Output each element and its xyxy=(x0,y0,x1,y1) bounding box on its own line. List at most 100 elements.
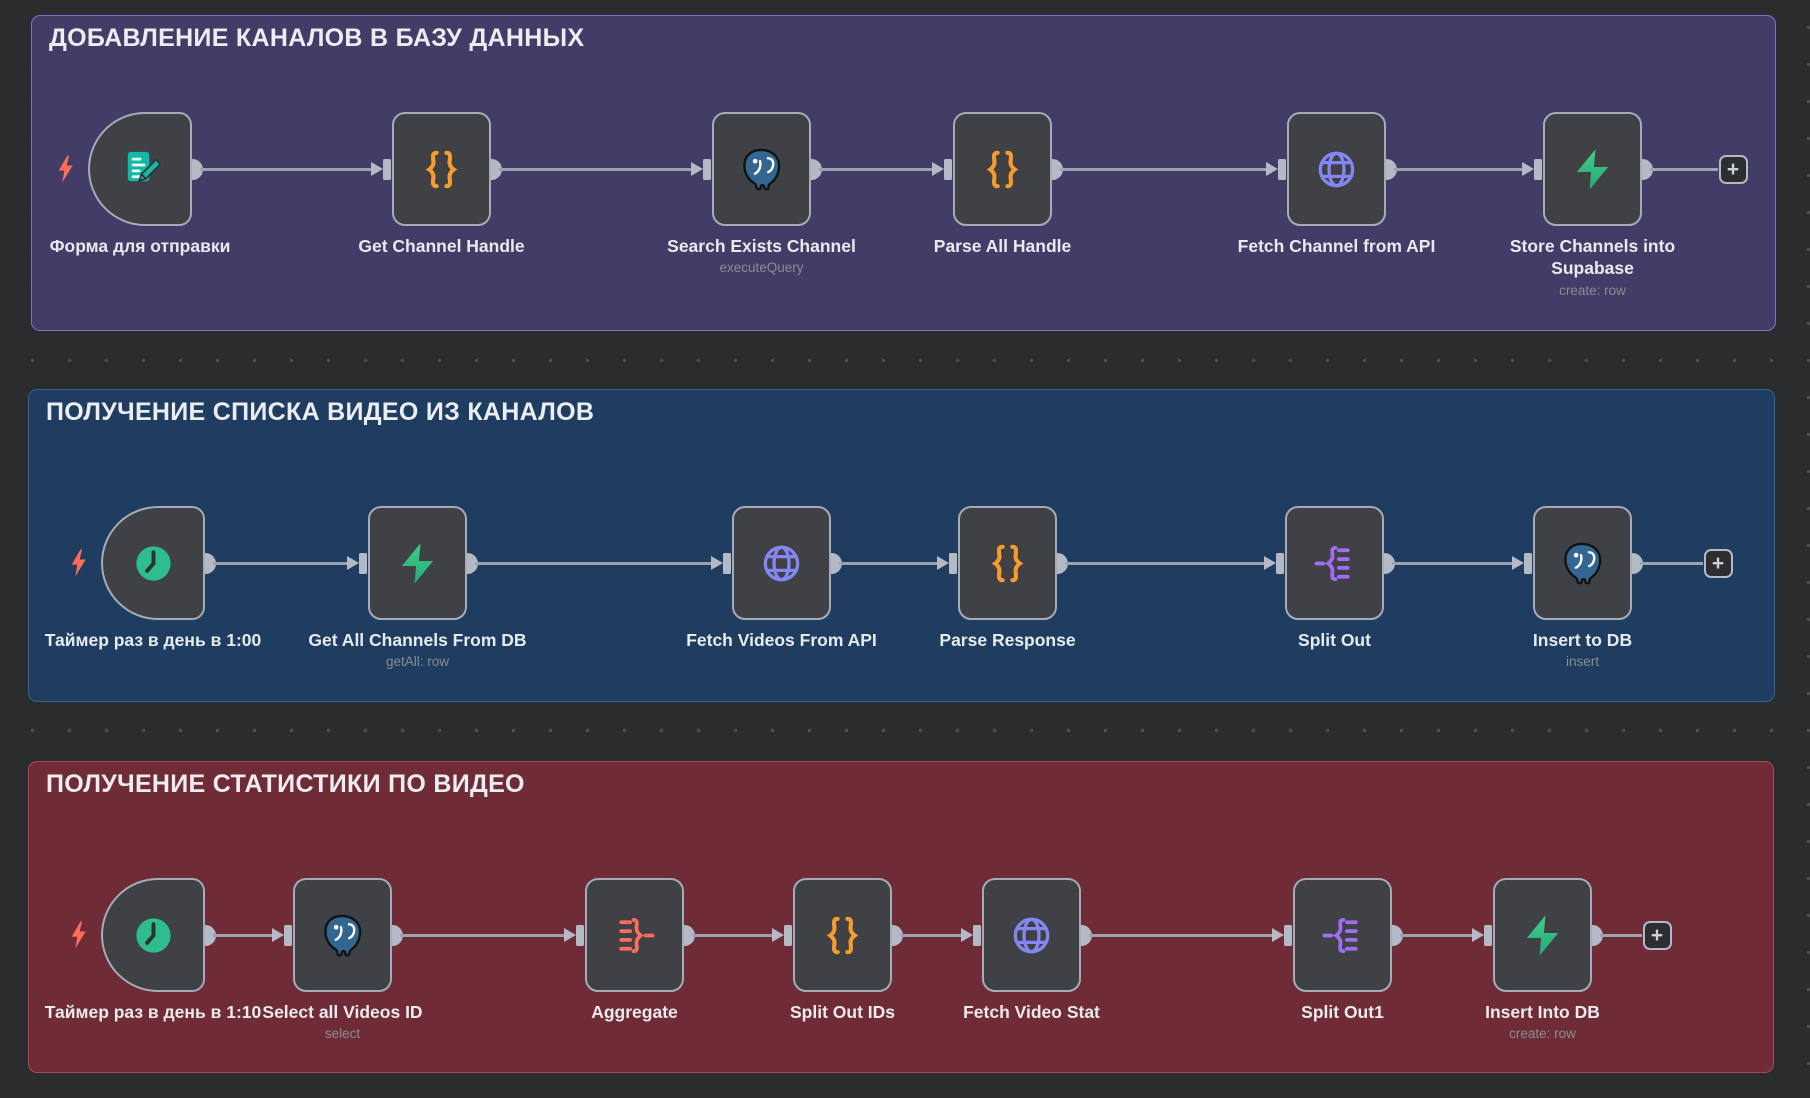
input-endpoint xyxy=(944,158,952,180)
workflow-node[interactable] xyxy=(1285,506,1384,620)
code-icon xyxy=(819,912,866,959)
lightning-bolt-icon xyxy=(69,547,88,584)
input-endpoint xyxy=(784,924,792,946)
connection-arrow-icon xyxy=(711,556,723,570)
workflow-node[interactable] xyxy=(293,878,392,992)
connection-line[interactable] xyxy=(1060,167,1267,171)
connection-line[interactable] xyxy=(1650,167,1718,171)
plus-icon: + xyxy=(1711,551,1725,575)
input-endpoint xyxy=(1524,552,1532,574)
connection-line[interactable] xyxy=(1392,561,1513,565)
connection-arrow-icon xyxy=(1472,928,1484,942)
connection-arrow-icon xyxy=(1272,928,1284,942)
connection-line[interactable] xyxy=(1600,933,1642,937)
add-node-button[interactable]: + xyxy=(1642,920,1672,950)
connection-arrow-icon xyxy=(371,162,383,176)
workflow-node[interactable] xyxy=(958,506,1057,620)
sticky-note-get-video-list[interactable]: ПОЛУЧЕНИЕ СПИСКА ВИДЕО ИЗ КАНАЛОВ xyxy=(28,389,1775,702)
connection-arrow-icon xyxy=(932,162,944,176)
input-endpoint xyxy=(576,924,584,946)
code-icon xyxy=(979,146,1026,193)
connection-arrow-icon xyxy=(1264,556,1276,570)
lightning-bolt-icon xyxy=(56,153,75,190)
connection-line[interactable] xyxy=(1640,561,1703,565)
connection-line[interactable] xyxy=(1065,561,1265,565)
workflow-node[interactable] xyxy=(392,112,491,226)
connection-line[interactable] xyxy=(1400,933,1473,937)
connection-line[interactable] xyxy=(499,167,692,171)
connection-line[interactable] xyxy=(900,933,962,937)
workflow-node[interactable] xyxy=(1493,878,1592,992)
connection-arrow-icon xyxy=(1266,162,1278,176)
workflow-node[interactable] xyxy=(368,506,467,620)
connection-arrow-icon xyxy=(691,162,703,176)
postgres-icon xyxy=(319,912,366,959)
connection-line[interactable] xyxy=(819,167,933,171)
code-icon xyxy=(984,540,1031,587)
plus-icon: + xyxy=(1650,923,1664,947)
connection-line[interactable] xyxy=(839,561,938,565)
sticky-title: ПОЛУЧЕНИЕ СТАТИСТИКИ ПО ВИДЕО xyxy=(46,770,525,798)
sticky-note-add-channels[interactable]: ДОБАВЛЕНИЕ КАНАЛОВ В БАЗУ ДАННЫХ xyxy=(31,15,1776,331)
connection-line[interactable] xyxy=(1394,167,1523,171)
clock-trigger-icon xyxy=(130,912,177,959)
http-globe-icon xyxy=(1008,912,1055,959)
input-endpoint xyxy=(1534,158,1542,180)
workflow-node[interactable] xyxy=(732,506,831,620)
aggregate-icon xyxy=(611,912,658,959)
plus-icon: + xyxy=(1726,157,1740,181)
workflow-node[interactable] xyxy=(1287,112,1386,226)
input-endpoint xyxy=(383,158,391,180)
connection-arrow-icon xyxy=(564,928,576,942)
connection-arrow-icon xyxy=(272,928,284,942)
connection-line[interactable] xyxy=(1089,933,1273,937)
clock-trigger-icon xyxy=(130,540,177,587)
workflow-node[interactable] xyxy=(1533,506,1632,620)
workflow-node[interactable] xyxy=(953,112,1052,226)
workflow-node[interactable] xyxy=(1543,112,1642,226)
sticky-title: ДОБАВЛЕНИЕ КАНАЛОВ В БАЗУ ДАННЫХ xyxy=(49,24,585,52)
input-endpoint xyxy=(284,924,292,946)
connection-line[interactable] xyxy=(475,561,712,565)
input-endpoint xyxy=(359,552,367,574)
workflow-node[interactable] xyxy=(585,878,684,992)
lightning-bolt-icon xyxy=(69,919,88,956)
workflow-node[interactable] xyxy=(982,878,1081,992)
add-node-button[interactable]: + xyxy=(1718,154,1748,184)
workflow-node[interactable] xyxy=(101,506,205,620)
connection-arrow-icon xyxy=(961,928,973,942)
http-globe-icon xyxy=(758,540,805,587)
input-endpoint xyxy=(973,924,981,946)
input-endpoint xyxy=(1276,552,1284,574)
input-endpoint xyxy=(703,158,711,180)
input-endpoint xyxy=(1484,924,1492,946)
supabase-icon xyxy=(1569,146,1616,193)
connection-arrow-icon xyxy=(347,556,359,570)
workflow-node[interactable] xyxy=(712,112,811,226)
connection-arrow-icon xyxy=(1522,162,1534,176)
http-globe-icon xyxy=(1313,146,1360,193)
split-out-icon xyxy=(1319,912,1366,959)
workflow-node[interactable] xyxy=(1293,878,1392,992)
input-endpoint xyxy=(723,552,731,574)
input-endpoint xyxy=(949,552,957,574)
supabase-icon xyxy=(394,540,441,587)
workflow-node[interactable] xyxy=(101,878,205,992)
workflow-node[interactable] xyxy=(88,112,192,226)
input-endpoint xyxy=(1284,924,1292,946)
connection-line[interactable] xyxy=(213,561,348,565)
input-endpoint xyxy=(1278,158,1286,180)
connection-arrow-icon xyxy=(937,556,949,570)
connection-line[interactable] xyxy=(692,933,773,937)
connection-arrow-icon xyxy=(772,928,784,942)
supabase-icon xyxy=(1519,912,1566,959)
connection-line[interactable] xyxy=(400,933,565,937)
form-trigger-icon xyxy=(117,146,164,193)
postgres-icon xyxy=(1559,540,1606,587)
connection-line[interactable] xyxy=(213,933,273,937)
connection-line[interactable] xyxy=(200,167,372,171)
sticky-title: ПОЛУЧЕНИЕ СПИСКА ВИДЕО ИЗ КАНАЛОВ xyxy=(46,398,595,426)
workflow-node[interactable] xyxy=(793,878,892,992)
add-node-button[interactable]: + xyxy=(1703,548,1733,578)
